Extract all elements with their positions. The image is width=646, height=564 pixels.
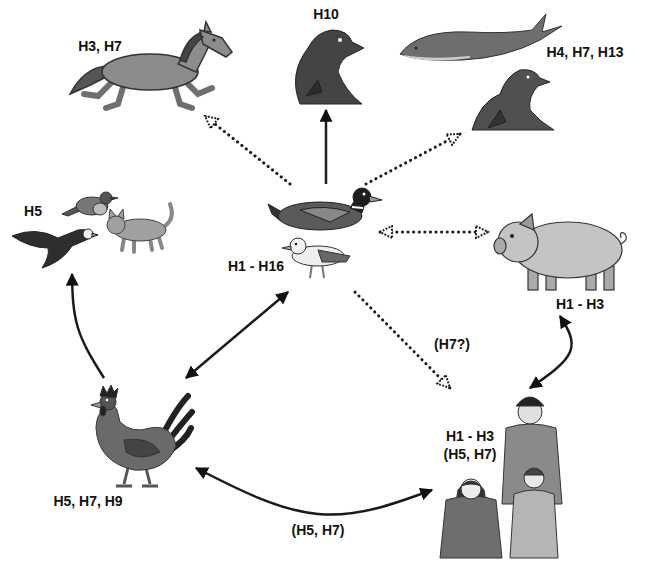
sea-lion-figure <box>472 70 554 130</box>
subtype-label: H4, H7, H13 <box>546 44 623 60</box>
whale-body <box>400 14 562 60</box>
edge-label: (H5, H7) <box>290 522 347 538</box>
eagle-wings <box>12 230 94 268</box>
pig-tail <box>621 233 627 244</box>
seal-figure <box>296 30 365 104</box>
seal-flipper <box>306 80 322 96</box>
pig-eye <box>510 234 514 238</box>
transmission-arrow <box>325 110 328 184</box>
sea-lion-flipper <box>488 110 506 128</box>
boy-head <box>524 468 544 488</box>
rooster-eye <box>106 399 109 402</box>
gull-figure <box>282 238 350 278</box>
transmission-arrow <box>530 316 572 388</box>
host-group: H10 <box>286 4 366 110</box>
pig-snout <box>494 238 506 254</box>
duck-beak <box>369 196 382 202</box>
subtype-label: H5 <box>24 203 42 219</box>
rooster-legs <box>116 468 158 486</box>
boy-cap <box>524 469 544 476</box>
whale-figure <box>400 14 562 61</box>
woman-fringe <box>461 481 481 486</box>
dotted-transmission-arrow <box>205 116 290 184</box>
songbird-beak <box>111 197 118 200</box>
host-group: H4, H7, H13 <box>395 10 634 134</box>
host-group: H5 <box>6 186 174 274</box>
duck-figure <box>268 188 382 230</box>
rooster-wing <box>124 439 160 457</box>
duck-body <box>278 202 362 230</box>
subtype-label: H1 - H3 <box>446 428 494 444</box>
host-group: H1 - H3 (H5, H7) <box>432 388 566 562</box>
cat-figure <box>107 204 172 252</box>
sea-lion-eye <box>527 76 530 79</box>
host-group: H3, H7 <box>58 18 242 116</box>
host-group: H1 - H16 <box>210 184 380 292</box>
dotted-transmission-arrow <box>366 134 460 184</box>
horse-eye <box>213 39 216 42</box>
songbird-head <box>100 192 112 204</box>
man-hat <box>516 397 544 406</box>
horse-mane <box>180 34 203 62</box>
woman-head <box>461 479 481 499</box>
rooster-figure <box>91 385 192 486</box>
seal-body <box>296 30 365 104</box>
boy-body <box>510 490 558 558</box>
transmission-arrow <box>72 274 104 378</box>
rooster-beak <box>91 402 101 408</box>
horse-figure <box>70 22 232 108</box>
gull-eye <box>295 243 298 246</box>
host-group: H1 - H3 <box>488 204 636 316</box>
subtype-label: H5, H7, H9 <box>53 493 122 509</box>
gull-wing <box>318 250 350 262</box>
transmission-arrow <box>186 292 288 378</box>
rooster-comb <box>100 385 118 398</box>
duck-neck-ring <box>352 207 363 208</box>
gull-head <box>290 238 306 254</box>
transmission-arrow <box>196 468 432 515</box>
whale-eye <box>415 47 418 50</box>
duck-wing <box>300 207 350 222</box>
subtype-label: H1 - H16 <box>228 258 284 274</box>
sea-lion-body <box>472 70 554 130</box>
pig-figure <box>494 214 626 290</box>
duck-eye <box>363 193 366 196</box>
whale-belly <box>404 55 470 61</box>
rooster-body <box>96 404 176 470</box>
people-figure <box>440 397 562 558</box>
cat-tail <box>162 204 172 228</box>
host-group: H5, H7, H9 <box>44 378 196 512</box>
dotted-transmission-arrow <box>380 231 488 234</box>
subtype-label: H1 - H3 <box>556 296 604 312</box>
rooster-wattle <box>100 406 106 416</box>
eagle-beak <box>92 233 98 237</box>
horse-leg <box>106 84 124 108</box>
woman-body <box>440 496 502 558</box>
edge-label: (H7?) <box>432 336 472 352</box>
subtype-label: H10 <box>313 6 339 22</box>
subtype-label: (H5, H7) <box>444 446 497 462</box>
horse-head <box>200 30 232 57</box>
pig-ear <box>520 214 534 230</box>
subtype-label: H3, H7 <box>78 38 122 54</box>
cat-head <box>107 216 125 234</box>
duck-head <box>353 188 371 206</box>
eagle-figure <box>12 229 98 268</box>
songbird-breast <box>93 203 107 215</box>
gull-beak <box>282 246 291 250</box>
horse-ear <box>204 22 211 32</box>
seal-eye <box>338 38 342 42</box>
